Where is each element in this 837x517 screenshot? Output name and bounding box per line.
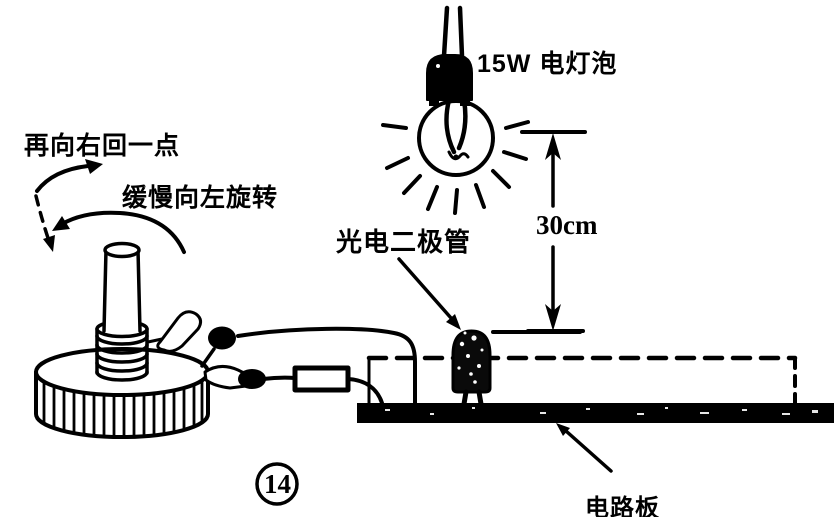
- arrow-back-right: [35, 164, 90, 193]
- light-rays: [381, 120, 530, 215]
- bulb-wires: [441, 5, 465, 59]
- potentiometer: [34, 241, 266, 439]
- pot-terminal-lugs: [146, 310, 252, 390]
- wire-top: [236, 326, 417, 405]
- light-bulb: [381, 5, 530, 215]
- photodiode-label: 光电二极管: [336, 227, 472, 257]
- pot-disc-ribs: [42, 378, 204, 439]
- arrow-dashed-down: [34, 194, 50, 240]
- figure-number-circle: [255, 462, 299, 506]
- solder-blob-2: [238, 369, 266, 389]
- solder-blob-1: [208, 326, 236, 350]
- wire-blob2-to-resistor: [261, 375, 297, 381]
- circuit-board: [357, 403, 834, 423]
- rotate-back-right-label: 再向右回一点: [24, 132, 181, 160]
- pot-shaft: [102, 241, 142, 333]
- rotate-left-label: 缓慢向左旋转: [122, 184, 279, 212]
- resistor: [292, 365, 351, 393]
- bulb-socket: [426, 54, 473, 101]
- wire-resistor-to-board: [346, 377, 384, 405]
- dashed-enclosure: [366, 355, 798, 405]
- circuit-board-label: 电路板: [585, 495, 660, 517]
- arrow-rotate-left-arc: [60, 210, 186, 254]
- bulb-filament: [444, 97, 470, 161]
- dimension-30cm: [491, 130, 587, 334]
- photodiode-legs: [461, 389, 484, 407]
- bulb-glass: [417, 99, 495, 177]
- rotation-arrows: [34, 159, 186, 254]
- board-pointer-arrow: [556, 423, 613, 473]
- distance-label: 30cm: [536, 210, 598, 240]
- figure-number: 14: [264, 469, 291, 499]
- photodiode: [451, 329, 492, 407]
- photodiode-body: [451, 329, 492, 394]
- bulb-label: 15W 电灯泡: [477, 50, 618, 78]
- photodiode-pointer-arrow: [397, 257, 461, 330]
